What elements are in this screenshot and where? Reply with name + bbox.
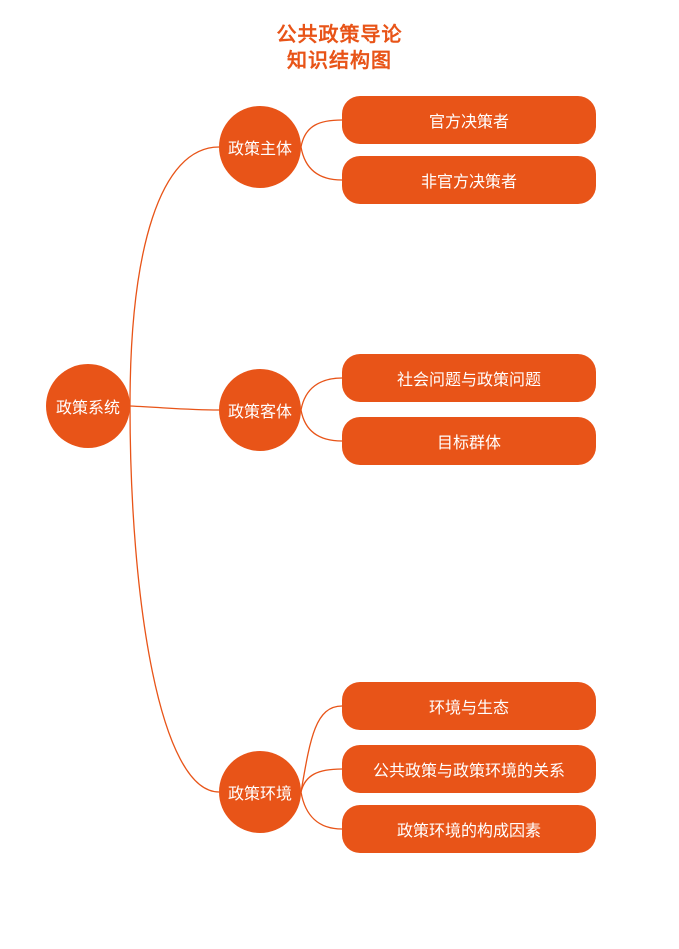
leaf-node-label: 目标群体 bbox=[436, 433, 501, 452]
branch-node-policy-environment[interactable]: 政策环境 bbox=[219, 751, 301, 833]
leaf-node-unofficial-decision-makers[interactable]: 非官方决策者 bbox=[342, 156, 596, 204]
leaf-node-label: 公共政策与政策环境的关系 bbox=[372, 761, 565, 780]
link-root-to-policy-object bbox=[129, 405, 220, 411]
branch-node-policy-subject[interactable]: 政策主体 bbox=[219, 106, 301, 188]
title-line-1: 公共政策导论 bbox=[276, 22, 403, 46]
link-environment-to-leaf-1 bbox=[300, 705, 343, 793]
branch-node-label: 政策客体 bbox=[227, 402, 292, 421]
link-subject-to-leaf-2 bbox=[300, 146, 343, 181]
leaf-node-label: 非官方决策者 bbox=[420, 172, 517, 191]
leaf-node-target-groups[interactable]: 目标群体 bbox=[342, 417, 596, 465]
leaf-node-policy-environment-relationship[interactable]: 公共政策与政策环境的关系 bbox=[342, 745, 596, 793]
branch-node-label: 政策主体 bbox=[227, 139, 292, 158]
root-node[interactable]: 政策系统 bbox=[46, 364, 130, 448]
leaf-node-environment-and-ecology[interactable]: 环境与生态 bbox=[342, 682, 596, 730]
leaf-node-label: 环境与生态 bbox=[428, 698, 509, 717]
link-root-to-policy-subject bbox=[129, 146, 220, 407]
root-node-label: 政策系统 bbox=[55, 398, 120, 417]
leaf-node-label: 官方决策者 bbox=[428, 112, 509, 131]
link-object-to-leaf-1 bbox=[300, 377, 343, 411]
leaf-node-environment-components[interactable]: 政策环境的构成因素 bbox=[342, 805, 596, 853]
link-environment-to-leaf-2 bbox=[300, 768, 343, 793]
title-line-2: 知识结构图 bbox=[287, 48, 392, 72]
link-environment-to-leaf-3 bbox=[300, 791, 343, 830]
branch-node-policy-object[interactable]: 政策客体 bbox=[219, 369, 301, 451]
link-subject-to-leaf-1 bbox=[300, 119, 343, 148]
link-root-to-policy-environment bbox=[129, 405, 220, 793]
branch-node-label: 政策环境 bbox=[227, 784, 292, 803]
leaf-node-social-and-policy-problems[interactable]: 社会问题与政策问题 bbox=[342, 354, 596, 402]
link-object-to-leaf-2 bbox=[300, 409, 343, 442]
leaf-node-label: 社会问题与政策问题 bbox=[396, 370, 541, 389]
leaf-node-label: 政策环境的构成因素 bbox=[396, 821, 541, 840]
leaf-node-official-decision-makers[interactable]: 官方决策者 bbox=[342, 96, 596, 144]
